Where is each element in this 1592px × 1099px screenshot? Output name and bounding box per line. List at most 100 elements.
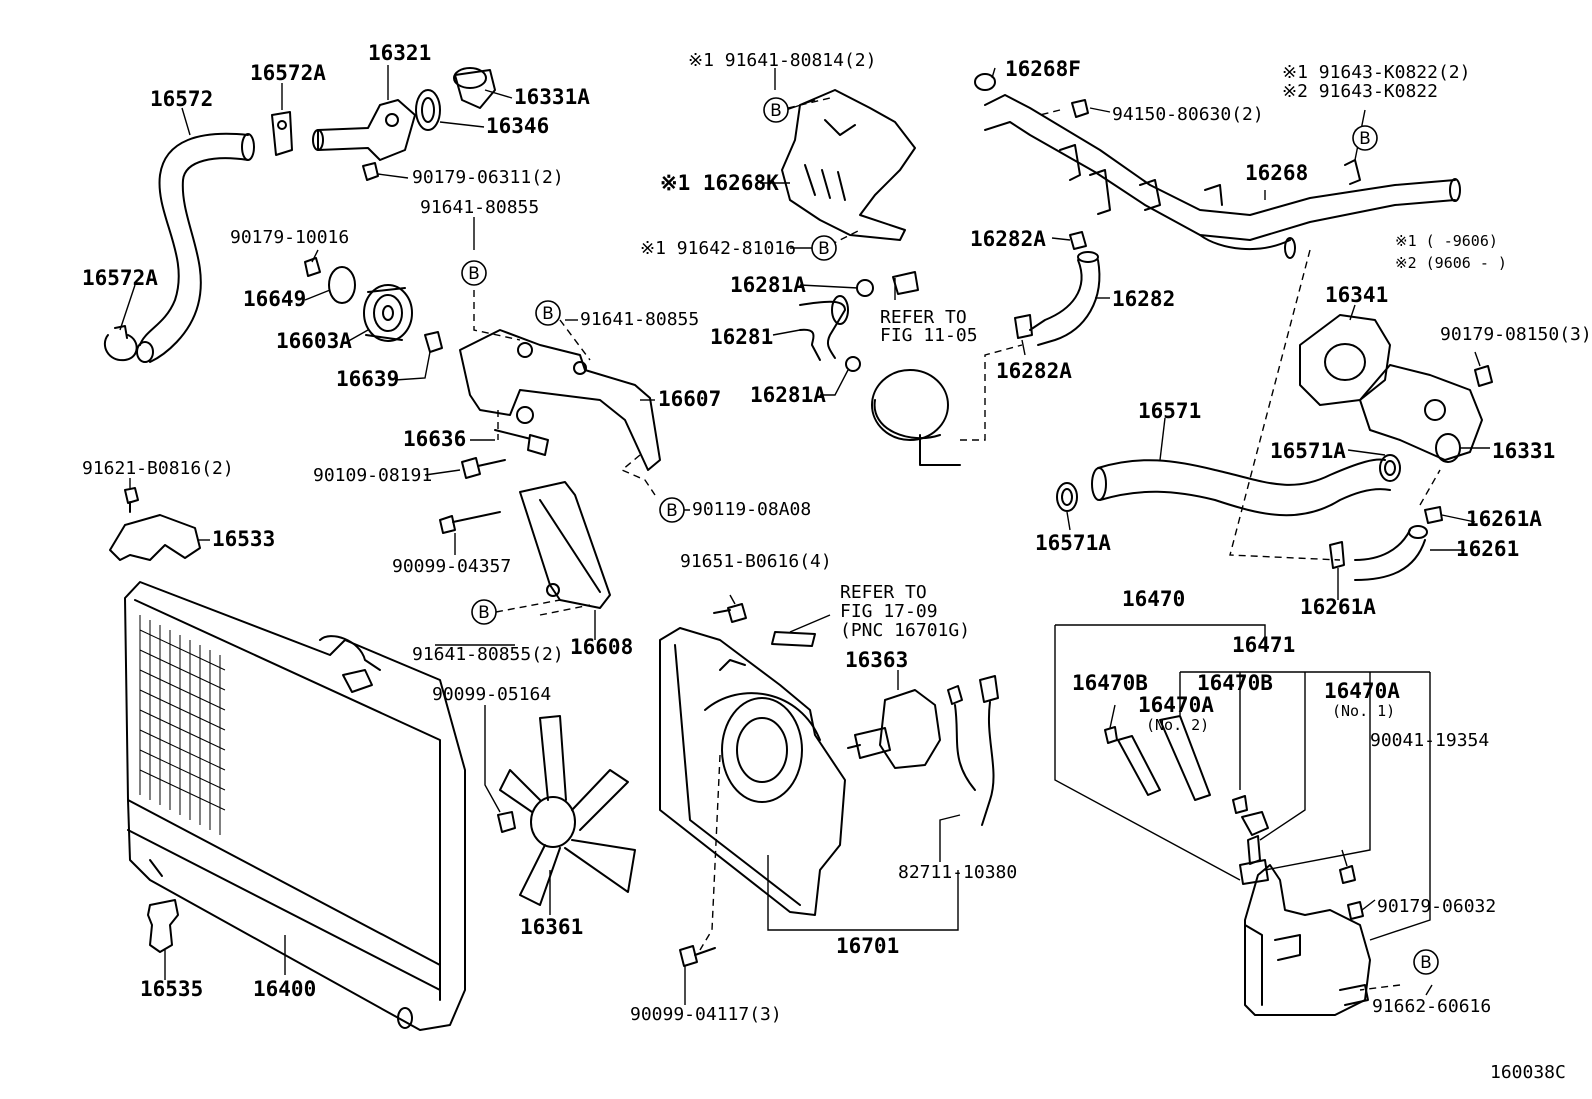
bubble-b-8 [1413, 949, 1439, 975]
label-91651-B0616: 91651-B0616(4) [680, 551, 832, 572]
label-16571A-left: 16571A [1035, 531, 1111, 555]
label-16572: 16572 [150, 87, 213, 111]
bubble-b-1 [461, 260, 487, 286]
cap-16470B-assembly [1239, 811, 1269, 885]
dashed-relation-lines [473, 97, 1441, 991]
bolt-16636 [494, 429, 549, 456]
bolt-16639 [424, 331, 443, 353]
label-16533: 16533 [212, 527, 275, 551]
radiator-core-grid [139, 615, 226, 835]
label-16649: 16649 [243, 287, 306, 311]
label-90179-06311: 90179-06311(2) [412, 167, 564, 188]
label-90119-08A08: 90119-08A08 [692, 499, 811, 520]
label-91641-80855-b: 91641-80855 [580, 309, 699, 330]
hose-16470A-no1 [1117, 735, 1161, 796]
part-labels: 16572 16572A 16572A 16321 16331A 16346 9… [82, 41, 1592, 1083]
reference-bubbles: B B B B B B B B [461, 97, 1439, 975]
hose-16282 [1029, 251, 1101, 346]
label-16261: 16261 [1456, 537, 1519, 561]
hose-16571 [1091, 458, 1391, 517]
label-91641-80855-a: 91641-80855 [420, 197, 539, 218]
fan-shroud-16701 [659, 627, 846, 916]
support-16533 [109, 514, 201, 561]
label-90099-05164: 90099-05164 [432, 684, 551, 705]
heat-insulator-16268K [781, 89, 916, 241]
label-90179-08150: 90179-08150(3) [1440, 324, 1592, 345]
bubble-b-8-text: B [1420, 953, 1432, 973]
clamp-16281A-bottom [845, 356, 861, 372]
connector-pipe [892, 271, 919, 295]
clamp-16571A-left [1056, 482, 1078, 512]
label-16363: 16363 [845, 648, 908, 672]
bubble-b-6 [811, 235, 837, 261]
label-16639: 16639 [336, 367, 399, 391]
note-2: ※2 (9606 - ) [1395, 254, 1507, 272]
label-90041-19354: 90041-19354 [1370, 730, 1489, 751]
label-refer-17-09-line1: REFER TO [840, 582, 927, 603]
bolt-94150-80630 [1071, 99, 1089, 118]
bubble-b-4-text: B [478, 603, 490, 623]
label-91643-K0822-2: ※2 91643-K0822 [1282, 81, 1438, 102]
note-1: ※1 ( -9606) [1395, 232, 1498, 250]
label-91641-80814: ※1 91641-80814(2) [688, 50, 876, 71]
label-94150-80630: 94150-80630(2) [1112, 104, 1264, 125]
fan-16361 [499, 715, 636, 906]
label-16268K: ※1 16268K [660, 171, 779, 195]
label-refer-17-09-line2: FIG 17-09 [840, 601, 938, 622]
label-16361: 16361 [520, 915, 583, 939]
label-16470B-b: 16470B [1197, 671, 1273, 695]
label-91641-80855-2: 91641-80855(2) [412, 644, 564, 665]
gasket-16341 [1299, 314, 1391, 406]
clamp-16282A-top [1069, 231, 1087, 250]
gasket-16346 [415, 89, 441, 131]
clamp-16261A-bottom [1329, 541, 1345, 569]
bolt-90179-08150 [1474, 365, 1493, 387]
diagram-code: 160038C [1490, 1062, 1566, 1083]
label-16571: 16571 [1138, 399, 1201, 423]
label-16331A: 16331A [514, 85, 590, 109]
hose-16470A-no2 [1159, 715, 1211, 801]
label-90109-08191: 90109-08191 [313, 465, 432, 486]
label-16572A-left: 16572A [82, 266, 158, 290]
radiator-16400 [124, 581, 466, 1031]
bolt-90099-04357 [439, 511, 501, 534]
label-16341: 16341 [1325, 283, 1388, 307]
clamp-16282A-bottom [1014, 314, 1033, 339]
label-16470A-no1: 16470A [1324, 679, 1400, 703]
bolt-90109-08191 [461, 457, 506, 479]
drain-plug-16535 [147, 899, 179, 953]
bubble-b-1-text: B [468, 264, 480, 284]
label-16470: 16470 [1122, 587, 1185, 611]
reservoir-tank [1244, 864, 1371, 1016]
label-16346: 16346 [486, 114, 549, 138]
fan-motor-16363 [847, 689, 941, 769]
label-91621-B0816: 91621-B0816(2) [82, 458, 234, 479]
label-16261A-right: 16261A [1466, 507, 1542, 531]
canister-refer-11-05 [871, 369, 961, 466]
label-16400: 16400 [253, 977, 316, 1001]
label-91662-60616: 91662-60616 [1372, 996, 1491, 1017]
label-16282A-top: 16282A [970, 227, 1046, 251]
label-16282: 16282 [1112, 287, 1175, 311]
clamp-16261A-right [1424, 506, 1443, 524]
label-16470A-no1-sub: (No. 1) [1332, 702, 1395, 720]
hose-16281 [799, 295, 849, 361]
label-16470B-a: 16470B [1072, 671, 1148, 695]
label-16281A-top: 16281A [730, 273, 806, 297]
leader-lines [119, 65, 1490, 1005]
pulley-16603A [363, 284, 413, 342]
label-16281: 16281 [710, 325, 773, 349]
bolt-90041-19354 [1339, 865, 1356, 884]
label-16268F: 16268F [1005, 57, 1081, 81]
label-refer-11-05-line1: REFER TO [880, 307, 967, 328]
label-16636: 16636 [403, 427, 466, 451]
bubble-b-2-text: B [542, 304, 554, 324]
bolt-91621-B0816 [124, 487, 139, 513]
label-16603A: 16603A [276, 329, 352, 353]
label-90179-06032: 90179-06032 [1377, 896, 1496, 917]
label-refer-17-09-line3: (PNC 16701G) [840, 620, 970, 641]
bolt-90179-06311 [362, 162, 379, 181]
label-16470A-no2-sub: (No. 2) [1146, 716, 1209, 734]
label-16608: 16608 [570, 635, 633, 659]
label-16268: 16268 [1245, 161, 1308, 185]
